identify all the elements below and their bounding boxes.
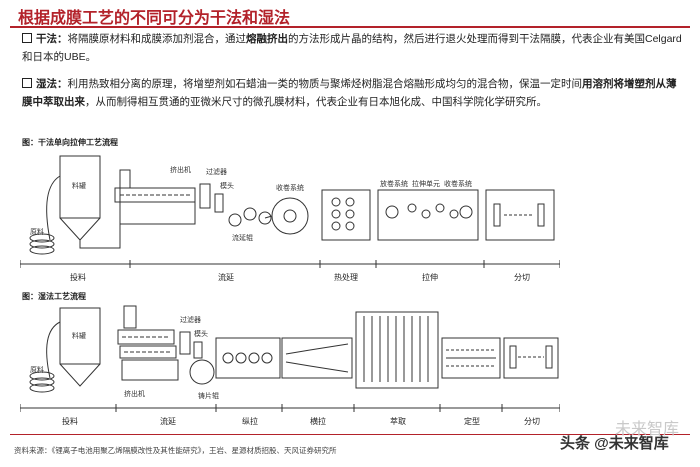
stage-setting: 定型 xyxy=(464,416,480,426)
stage-extraction: 萃取 xyxy=(390,416,406,426)
extraction-tank-icon xyxy=(355,311,439,389)
cast-roller-label: 流延辊 xyxy=(232,233,253,242)
die-label: 模头 xyxy=(194,329,208,338)
winder-roll-icon xyxy=(264,197,309,235)
cast-rollers-icon xyxy=(228,207,272,227)
hopper-icon xyxy=(59,307,101,387)
raw-material-icon xyxy=(29,233,55,255)
watermark-faint: 未来智库 xyxy=(615,421,680,438)
die-icon xyxy=(214,193,224,213)
wet-label: 湿法： xyxy=(36,78,68,90)
filter-label: 过滤器 xyxy=(206,167,227,176)
filter-label: 过滤器 xyxy=(180,315,201,324)
stage-md-stretch: 纵拉 xyxy=(242,416,258,426)
hopper-label: 料罐 xyxy=(72,331,86,340)
title-rule xyxy=(10,26,690,28)
stage-bar xyxy=(20,404,560,412)
casting-roll-icon xyxy=(189,359,215,385)
dry-label: 干法： xyxy=(36,33,68,45)
page-title: 根据成膜工艺的不同可分为干法和湿法 xyxy=(18,10,291,27)
slitting-unit-icon xyxy=(485,189,555,241)
stage-td-stretch: 横拉 xyxy=(310,416,326,426)
dry-process-paragraph: 干法：将隔膜原材料和成膜添加剂混合，通过熔融挤出的方法形成片晶的结构，然后进行退… xyxy=(22,30,682,66)
dry-text-a: 将隔膜原材料和成膜添加剂混合，通过 xyxy=(67,33,247,45)
extruder-icon xyxy=(117,305,179,381)
md-stretch-unit-icon xyxy=(215,337,281,379)
stage-heat-treatment: 热处理 xyxy=(334,272,358,282)
wet-text-a: 利用热致相分离的原理，将增塑剂如石蜡油一类的物质与聚烯烃树脂混合熔融形成均匀的混… xyxy=(67,78,583,90)
hopper-icon xyxy=(59,155,101,241)
wet-process-paragraph: 湿法：利用热致相分离的原理，将增塑剂如石蜡油一类的物质与聚烯烃树脂混合熔融形成均… xyxy=(22,75,682,111)
stretching-unit-icon xyxy=(377,189,479,241)
footer-rule xyxy=(10,434,690,435)
td-stretch-unit-icon xyxy=(281,337,353,379)
filter-icon xyxy=(199,183,211,209)
figure1-caption: 图：干法单向拉伸工艺流程 xyxy=(22,138,118,147)
extruder-icon xyxy=(114,169,196,225)
heat-treatment-oven-icon xyxy=(321,189,371,241)
filter-icon xyxy=(179,331,191,355)
extruder-label: 挤出机 xyxy=(170,165,191,174)
checkbox-bullet-icon xyxy=(22,78,32,88)
stage-casting: 流延 xyxy=(160,416,176,426)
stretch-label: 拉伸单元 xyxy=(412,179,440,188)
wet-highlight: 用溶剂将增塑剂从薄膜中萃取出来 xyxy=(22,78,677,108)
watermark: 头条 @未来智库 xyxy=(560,435,669,452)
stage-casting: 流延 xyxy=(218,272,234,282)
die-icon xyxy=(193,341,203,359)
rewind-label: 收卷系统 xyxy=(444,179,472,188)
stage-bar xyxy=(20,260,560,268)
source-note: 资料来源：《锂离子电池用聚乙烯隔膜改性及其性能研究》，王岩、星源材质招股、天风证… xyxy=(14,446,337,455)
extruder-label: 挤出机 xyxy=(124,389,145,398)
slitting-unit-icon xyxy=(503,337,559,379)
dry-highlight: 熔融挤出 xyxy=(246,33,288,45)
hopper-label: 料罐 xyxy=(72,181,86,190)
stage-slitting: 分切 xyxy=(524,417,540,426)
stage-slitting: 分切 xyxy=(514,273,530,282)
stage-feeding: 投料 xyxy=(70,272,86,282)
heat-setting-unit-icon xyxy=(441,337,501,379)
stage-feeding: 投料 xyxy=(62,416,78,426)
raw-material-label: 原料 xyxy=(30,365,44,374)
raw-material-icon xyxy=(29,371,55,393)
unwind-label: 放卷系统 xyxy=(380,179,408,188)
wet-text-b: ，从而制得相互贯通的亚微米尺寸的微孔膜材料，代表企业有日本旭化成、中国科学院化学… xyxy=(85,96,547,108)
casting-roll-label: 铸片辊 xyxy=(198,391,219,400)
dry-process-diagram: 原料 料罐 挤出机 过滤器 模头 流延辊 收卷系统 放卷系统 xyxy=(20,155,560,282)
dry-text-b: 的方法形成片晶的结构，然后进行退火处理而得到干法隔膜，代表企业有美国Celgar… xyxy=(22,33,682,63)
checkbox-bullet-icon xyxy=(22,33,32,43)
stage-stretching: 拉伸 xyxy=(422,272,438,282)
wet-process-diagram: 原料 料罐 挤出机 过滤器 模头 铸片辊 xyxy=(20,305,560,426)
raw-material-label: 原料 xyxy=(30,227,44,236)
figure2-caption: 图：湿法工艺流程 xyxy=(22,292,86,301)
winder-label: 收卷系统 xyxy=(276,183,304,192)
die-label: 模头 xyxy=(220,181,234,190)
